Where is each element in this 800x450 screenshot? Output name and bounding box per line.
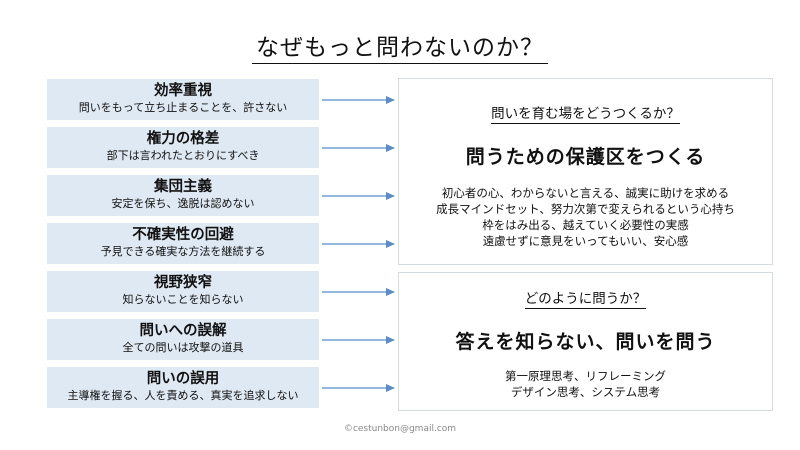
panel-line: 遠慮せずに意見をいってもいい、安心感 — [482, 234, 689, 248]
panel-list: 第一原理思考、リフレーミング デザイン思考、システム思考 — [399, 368, 772, 400]
panel-line: 第一原理思考、リフレーミング — [505, 369, 666, 383]
barrier-title: 問いへの誤解 — [139, 323, 227, 339]
barrier-subtitle: 主導権を握る、人を責める、真実を追求しない — [67, 389, 299, 402]
barrier-box-tunnel-vision: 視野狭窄 知らないことを知らない — [47, 271, 319, 312]
barrier-box-power-gap: 権力の格差 部下は言われたとおりにすべき — [47, 127, 319, 168]
panel-line: 枠をはみ出る、越えていく必要性の実感 — [482, 218, 689, 232]
barrier-subtitle: 全ての問いは攻撃の道具 — [122, 341, 244, 354]
barrier-subtitle: 安定を保ち、逸脱は認めない — [111, 197, 255, 210]
panel-heading: 問いを育む場をどうつくるか？ — [491, 102, 680, 124]
panel-how-to-ask: どのように問うか？ 答えを知らない、問いを問う 第一原理思考、リフレーミング デ… — [398, 272, 773, 411]
panel-heading: どのように問うか？ — [524, 287, 647, 309]
panel-main-text: 答えを知らない、問いを問う — [455, 331, 716, 353]
barrier-title: 問いの誤用 — [146, 371, 220, 387]
barrier-title: 不確実性の回避 — [132, 227, 234, 243]
barrier-box-question-misuse: 問いの誤用 主導権を握る、人を責める、真実を追求しない — [47, 367, 319, 408]
barrier-subtitle: 問いをもって立ち止まることを、許さない — [78, 101, 288, 114]
barrier-subtitle: 予見できる確実な方法を継続する — [100, 245, 266, 258]
barrier-title: 権力の格差 — [146, 131, 220, 147]
barrier-subtitle: 知らないことを知らない — [122, 293, 244, 306]
panel-main-text: 問うための保護区をつくる — [465, 146, 706, 168]
barrier-subtitle: 部下は言われたとおりにすべき — [106, 149, 260, 162]
barrier-box-uncertainty-avoidance: 不確実性の回避 予見できる確実な方法を継続する — [47, 223, 319, 264]
copyright-credit: ©cestunbon@gmail.com — [343, 424, 457, 434]
panel-line: 成長マインドセット、努力次第で変えられるという心持ち — [436, 202, 735, 216]
barrier-box-question-misunderstanding: 問いへの誤解 全ての問いは攻撃の道具 — [47, 319, 319, 360]
panel-list: 初心者の心、わからないと言える、誠実に助けを求める 成長マインドセット、努力次第… — [399, 185, 772, 249]
barrier-box-collectivism: 集団主義 安定を保ち、逸脱は認めない — [47, 175, 319, 216]
panel-protected-space: 問いを育む場をどうつくるか？ 問うための保護区をつくる 初心者の心、わからないと… — [398, 78, 773, 265]
panel-line: 初心者の心、わからないと言える、誠実に助けを求める — [441, 186, 730, 200]
page-title: なぜもっと問わないのか？ — [0, 28, 800, 64]
barrier-title: 集団主義 — [154, 179, 212, 195]
barrier-box-efficiency: 効率重視 問いをもって立ち止まることを、許さない — [47, 79, 319, 120]
barrier-title: 視野狭窄 — [154, 275, 212, 291]
barrier-title: 効率重視 — [154, 83, 212, 99]
panel-line: デザイン思考、システム思考 — [510, 385, 661, 399]
